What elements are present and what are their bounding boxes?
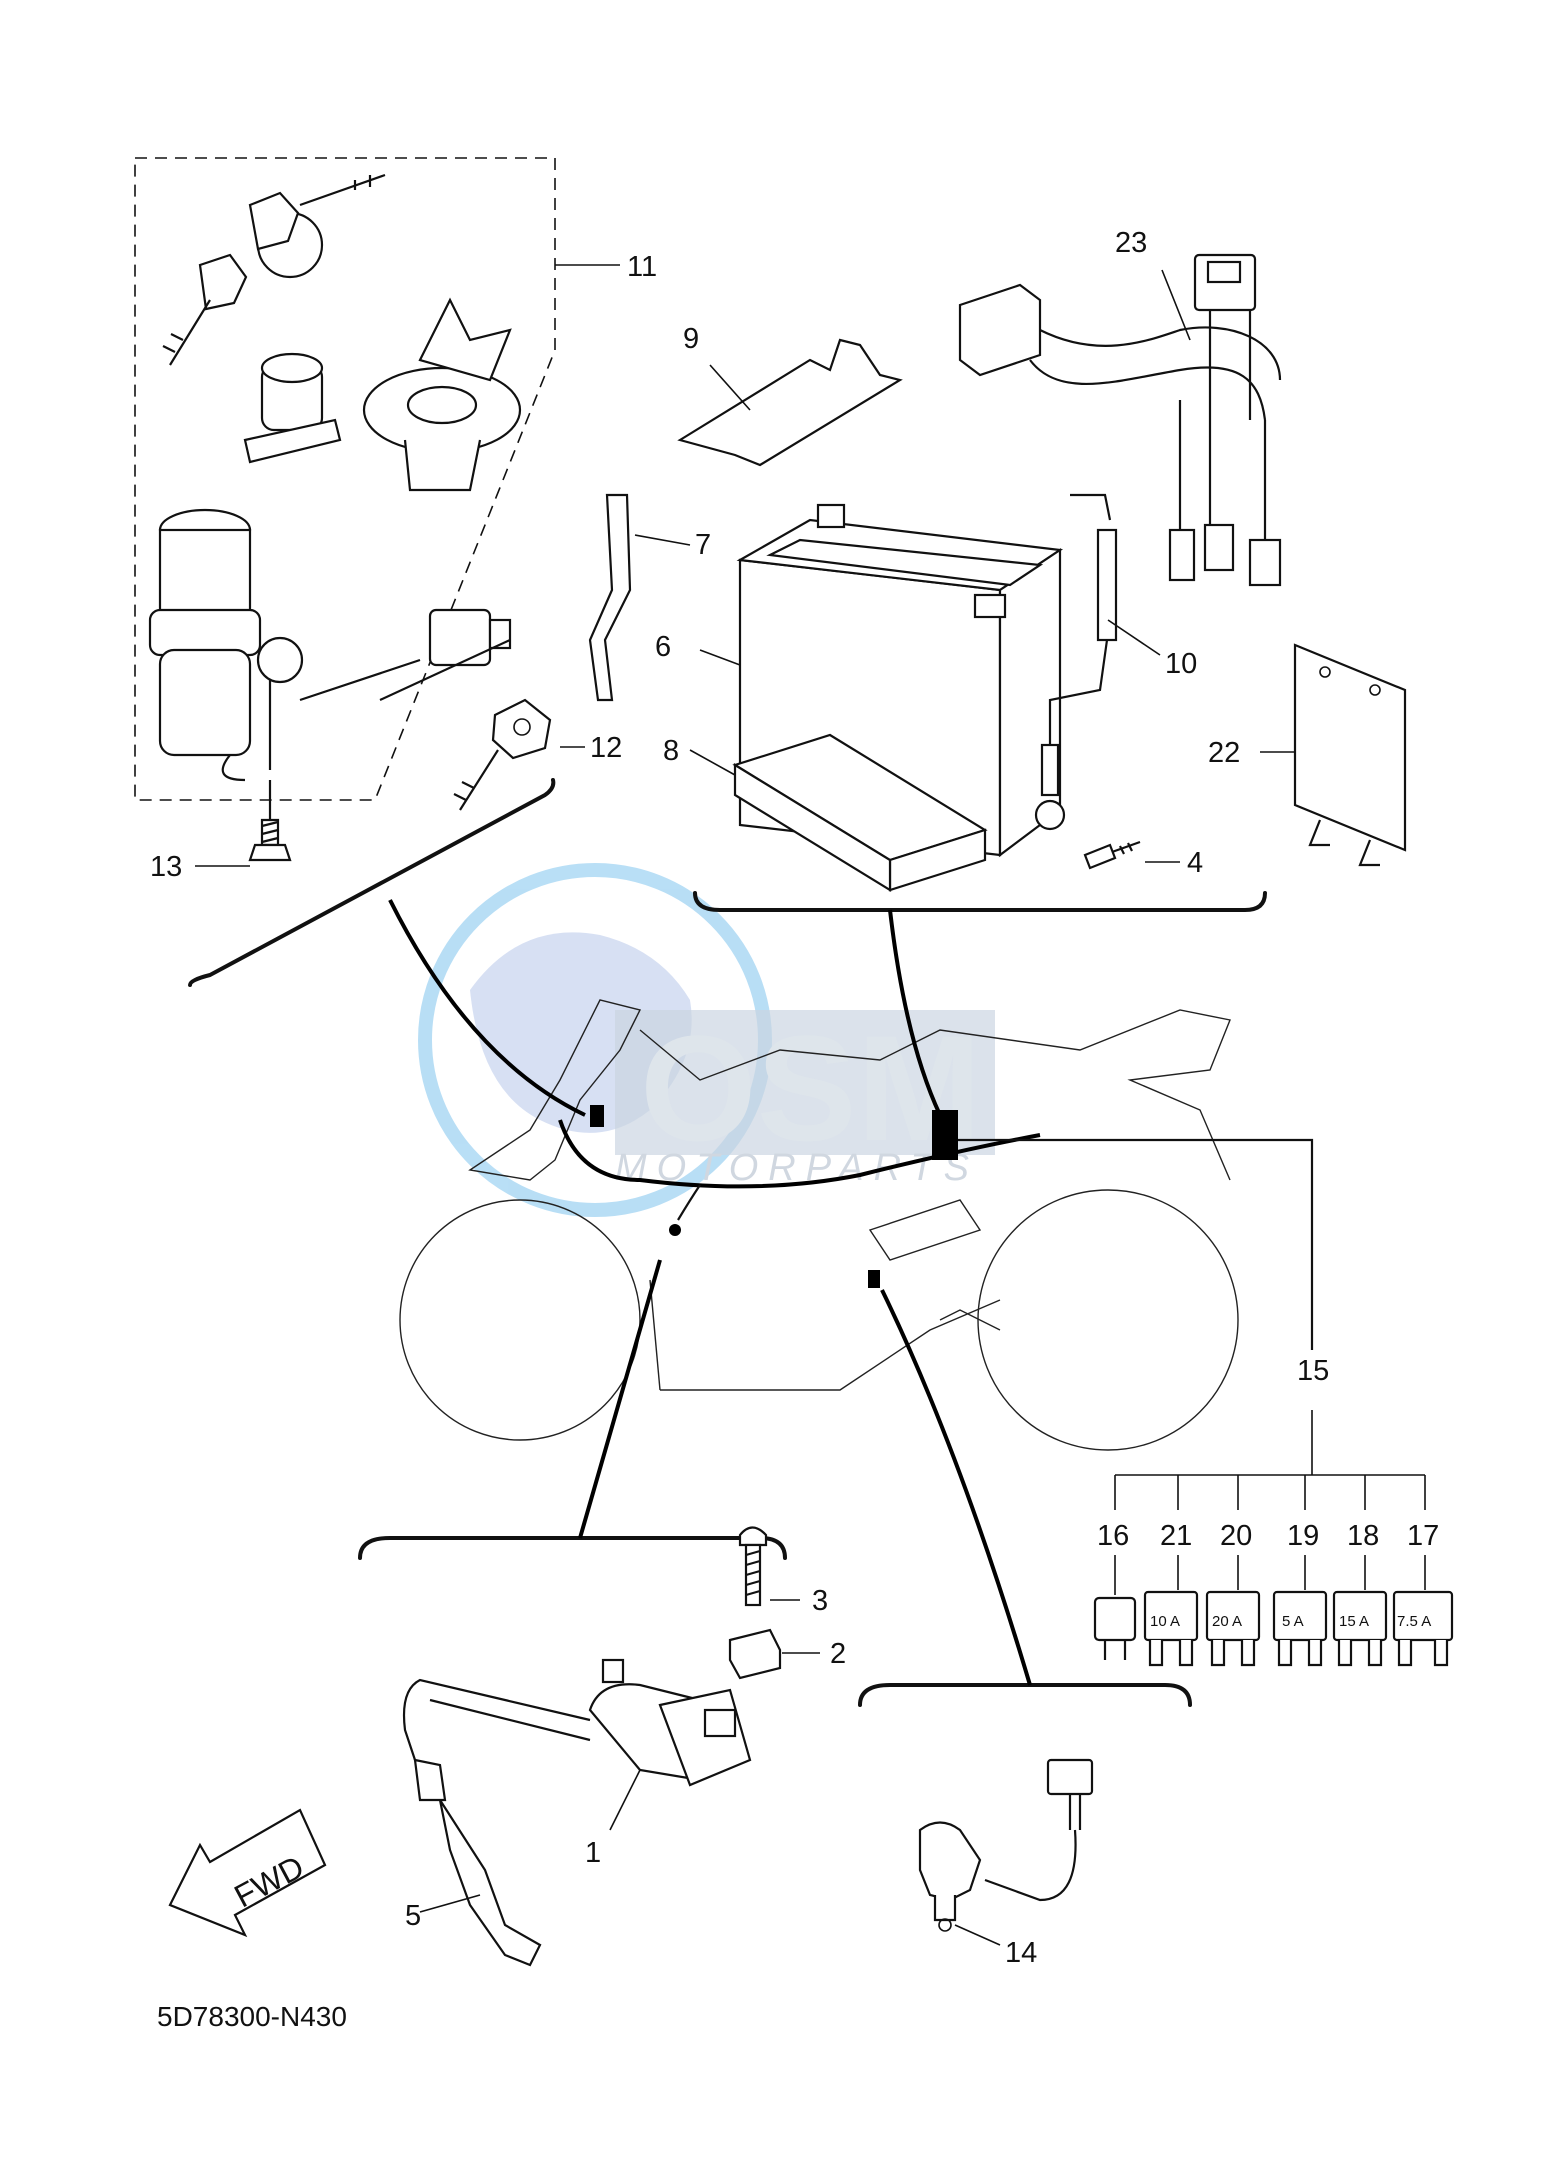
bolt-13-icon (195, 780, 292, 867)
battery-cable-icon (1034, 493, 1161, 831)
leader-keys (388, 899, 586, 1117)
fuse-19-icon: 5 A (1272, 1590, 1328, 1667)
fuel-cap-icon (362, 297, 522, 492)
ignition-coil-icon (402, 1658, 752, 1831)
watermark-brand: OSM (640, 1004, 982, 1172)
relay-16-icon (1093, 1596, 1137, 1660)
fuse-17-rating: 7.5 A (1397, 1613, 1431, 1630)
breather-hose-icon (588, 493, 691, 702)
callout-15: 15 (1297, 1355, 1329, 1387)
main-wire-harness (558, 1105, 1314, 1350)
fuse-21-icon: 10 A (1143, 1590, 1199, 1667)
callout-14: 14 (1005, 1937, 1037, 1969)
leader-coil (578, 1259, 662, 1539)
diagram-code: 5D78300-N430 (157, 2001, 347, 2032)
callout-12: 12 (590, 732, 622, 764)
callout-11: 11 (627, 251, 657, 283)
ignition-switch-icon (148, 508, 512, 782)
key-set-kit-box (134, 157, 620, 801)
lock-cylinder-icon (243, 352, 342, 464)
battery-band-icon (677, 338, 903, 467)
callout-6: 6 (655, 631, 671, 663)
callout-23: 23 (1115, 227, 1147, 259)
callout-3: 3 (812, 1585, 828, 1617)
callout-8: 8 (663, 735, 679, 767)
group-bracket-keys (188, 778, 556, 987)
fwd-arrow-icon: FWD (168, 1808, 327, 1938)
motorcycle-outline (399, 999, 1239, 1451)
callout-4: 4 (1187, 847, 1203, 879)
fuse-20-rating: 20 A (1212, 1613, 1242, 1630)
callout-20: 20 (1220, 1520, 1252, 1552)
fuse-18-icon: 15 A (1332, 1590, 1388, 1667)
screw-4-icon (1083, 840, 1180, 870)
callout-21: 21 (1160, 1520, 1192, 1552)
callout-9: 9 (683, 323, 699, 355)
group-bracket-coil (358, 1536, 787, 1560)
callout-1: 1 (585, 1837, 601, 1869)
callout-10: 10 (1165, 648, 1197, 680)
callout-17: 17 (1407, 1520, 1439, 1552)
fuse-18-rating: 15 A (1339, 1613, 1369, 1630)
wire-harness-23-icon (958, 253, 1282, 587)
callout-22: 22 (1208, 737, 1240, 769)
battery-pad-icon (689, 733, 988, 892)
fuse-17-icon: 7.5 A (1392, 1590, 1454, 1667)
callout-18: 18 (1347, 1520, 1379, 1552)
callout-19: 19 (1287, 1520, 1319, 1552)
callout-13: 13 (150, 851, 182, 883)
callout-16: 16 (1097, 1520, 1129, 1552)
bolt-3-icon (738, 1526, 800, 1607)
callout-2: 2 (830, 1638, 846, 1670)
fuse-tree (1114, 1410, 1426, 1595)
callout-7: 7 (695, 529, 711, 561)
fuse-19-rating: 5 A (1282, 1613, 1304, 1630)
spare-key-icon (453, 698, 585, 811)
fuse-20-icon: 20 A (1205, 1590, 1261, 1667)
spark-plug-cap-5-icon (413, 1758, 542, 1967)
leader-sensor (880, 1289, 1032, 1686)
cover-22-icon (1260, 643, 1407, 867)
group-bracket-sensor (858, 1683, 1192, 1707)
fuse-21-rating: 10 A (1150, 1613, 1180, 1630)
group-bracket-battery (693, 891, 1267, 912)
watermark-logo: OSM MOTORPARTS (418, 863, 995, 1217)
sensor-14-icon (918, 1758, 1094, 1946)
callout-5: 5 (405, 1900, 421, 1932)
nut-2-icon (728, 1628, 820, 1680)
leader-battery (888, 909, 942, 1116)
keys-on-ring-icon (162, 173, 386, 366)
